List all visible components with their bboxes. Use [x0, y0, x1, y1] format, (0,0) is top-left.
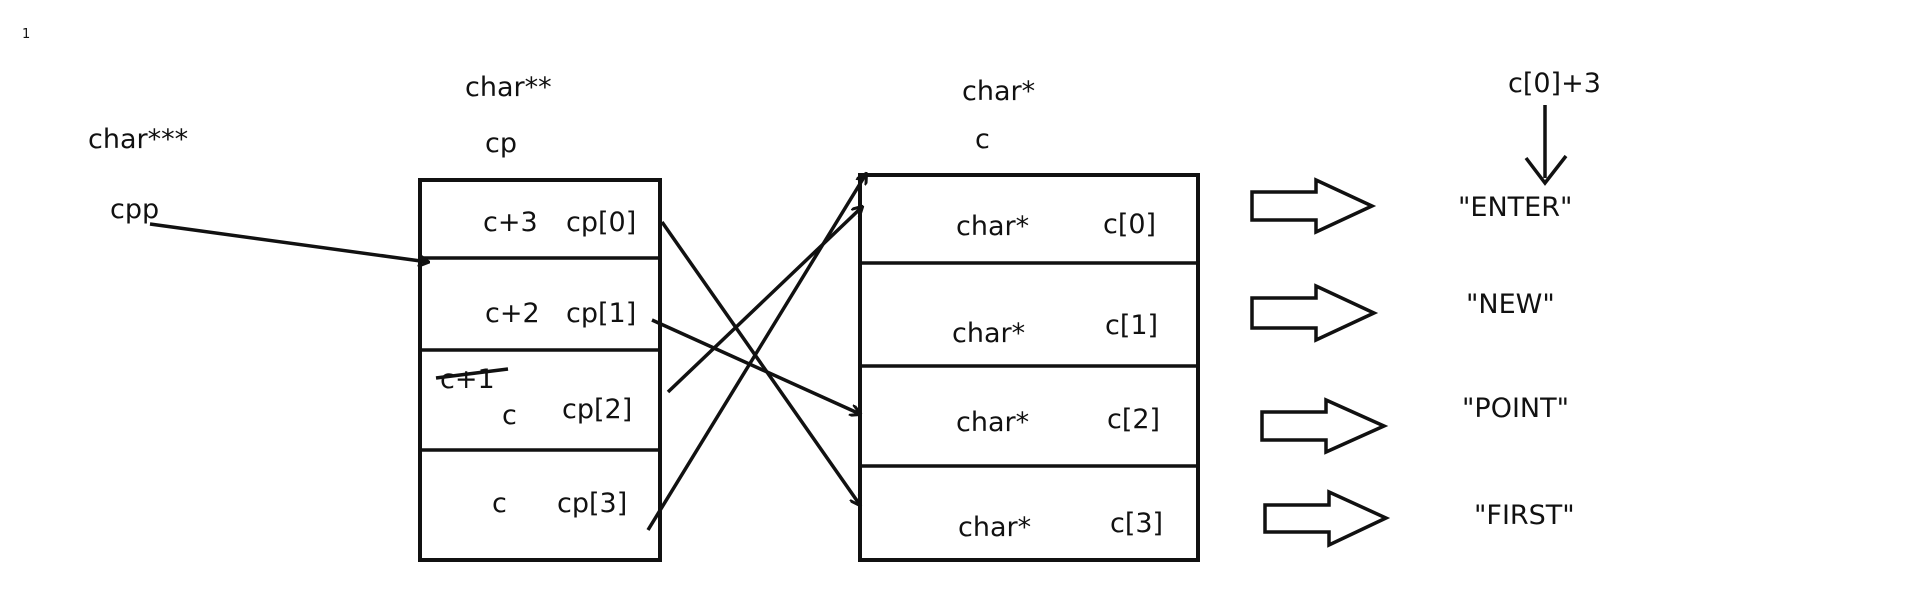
cp-row-2-value: c [502, 400, 517, 431]
c-row-3-type: char* [958, 512, 1031, 543]
cp-row-0-value: c+3 [483, 207, 538, 238]
block-arrow-2-icon [1260, 397, 1389, 455]
c-row-2-name: c[2] [1107, 404, 1160, 435]
cp-row-3-name: cp[3] [557, 488, 627, 519]
c-type-label: char* [962, 76, 1035, 107]
corner-mark: 1 [22, 27, 30, 42]
arrow-cp3-to-c0-second [646, 174, 866, 531]
arrow-cp0-to-c3 [660, 220, 860, 505]
cp-row-1-value: c+2 [485, 298, 540, 329]
c-name-label: c [975, 124, 990, 155]
annotation-label: c[0]+3 [1508, 68, 1601, 99]
cp-row-0-name: cp[0] [566, 207, 636, 238]
c-row-1-name: c[1] [1105, 310, 1158, 341]
string-1: "NEW" [1466, 289, 1555, 320]
cp-row-3-value: c [492, 488, 507, 519]
arrow-cp2-to-c0-first [666, 207, 862, 394]
block-arrow-0-icon [1250, 177, 1377, 235]
c-row-0-type: char* [956, 211, 1029, 242]
cpp-type-label: char*** [88, 124, 188, 155]
cp-row-2-name: cp[2] [562, 394, 632, 425]
c-row-1-type: char* [952, 318, 1025, 349]
arrow-cp1-to-c2 [651, 318, 860, 414]
block-arrow-3-icon [1263, 489, 1391, 548]
cp-row-1-name: cp[1] [566, 298, 636, 329]
string-0: "ENTER" [1458, 192, 1572, 223]
c-row-3-name: c[3] [1110, 508, 1163, 539]
c-row-2-type: char* [956, 407, 1029, 438]
c-array-box [858, 173, 1200, 562]
annotation-arrowhead-icon [1524, 154, 1568, 186]
block-arrow-1-icon [1250, 283, 1379, 343]
cp-array-box [418, 178, 662, 562]
string-3: "FIRST" [1474, 500, 1575, 531]
cp-name-label: cp [485, 128, 517, 159]
string-2: "POINT" [1462, 393, 1569, 424]
cp-row-2-struck-value: c+1 [440, 364, 495, 395]
c-row-0-name: c[0] [1103, 209, 1156, 240]
cpp-name-label: cpp [110, 194, 159, 225]
arrow-cpp-to-cp1 [149, 222, 428, 262]
cp-type-label: char** [465, 72, 552, 103]
strikethrough-mark [435, 367, 509, 380]
